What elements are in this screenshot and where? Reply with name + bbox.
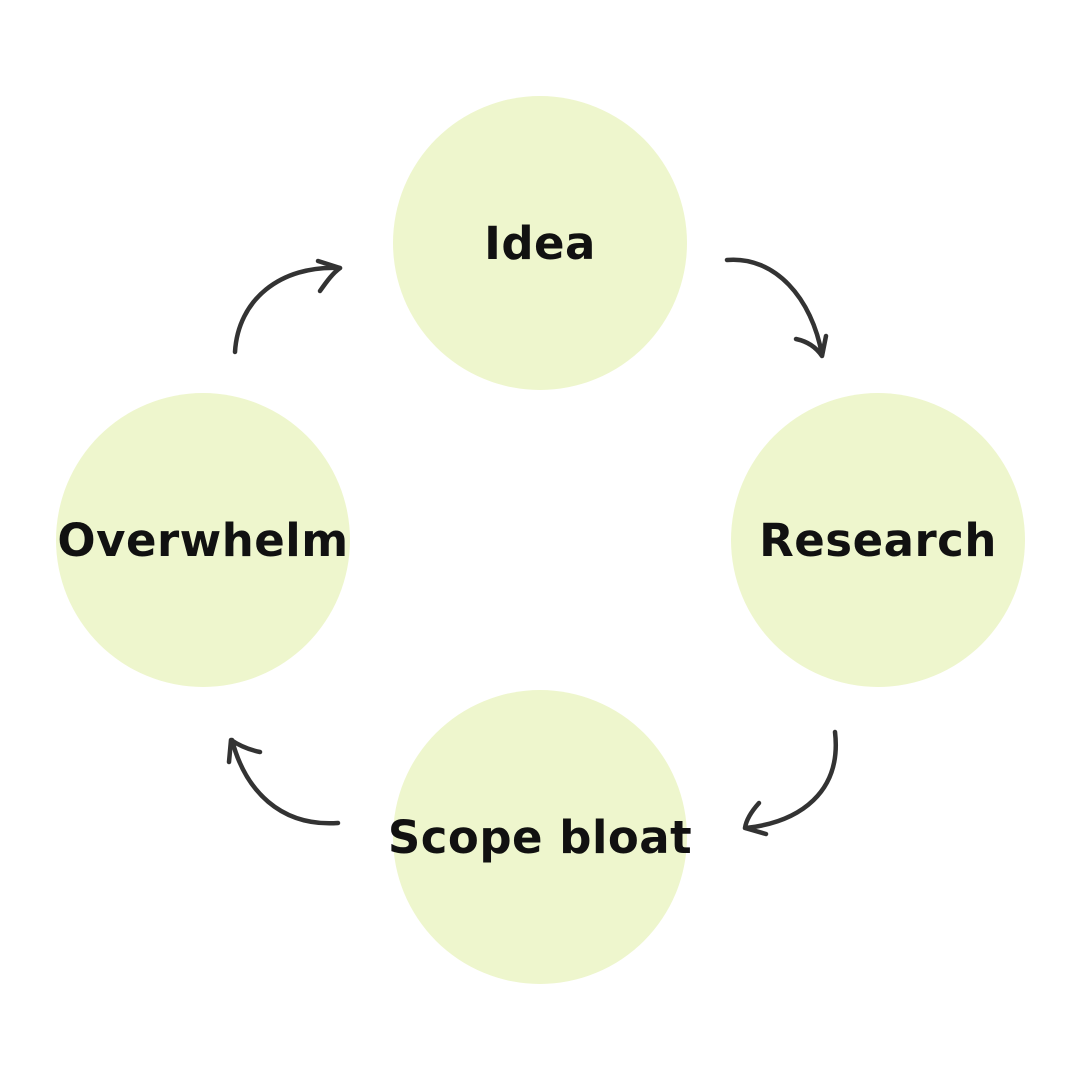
- arrow-scope-to-overwhelm-icon: [226, 737, 341, 826]
- node-research: Research: [731, 393, 1025, 687]
- node-idea-label: Idea: [484, 216, 596, 270]
- node-overwhelm-label: Overwhelm: [57, 513, 349, 567]
- arrow-overwhelm-to-idea-icon: [232, 258, 343, 355]
- arrow-research-to-scope-head: [742, 800, 769, 837]
- arrow-idea-to-research-head: [793, 333, 829, 359]
- arrow-idea-to-research-line: [724, 257, 825, 358]
- node-overwhelm: Overwhelm: [56, 393, 350, 687]
- arrow-research-to-scope-icon: [742, 729, 839, 837]
- node-research-label: Research: [759, 513, 997, 567]
- node-scope-bloat-label: Scope bloat: [387, 810, 693, 864]
- node-scope-bloat: Scope bloat: [388, 690, 692, 984]
- node-idea: Idea: [393, 96, 687, 390]
- arrow-scope-to-overwhelm-line: [229, 737, 341, 826]
- arrow-idea-to-research-icon: [724, 257, 829, 359]
- arrow-research-to-scope-line: [743, 729, 839, 831]
- arrow-overwhelm-to-idea-line: [232, 265, 343, 355]
- arrow-scope-to-overwhelm-head: [226, 737, 263, 765]
- arrow-overwhelm-to-idea-head: [315, 258, 343, 294]
